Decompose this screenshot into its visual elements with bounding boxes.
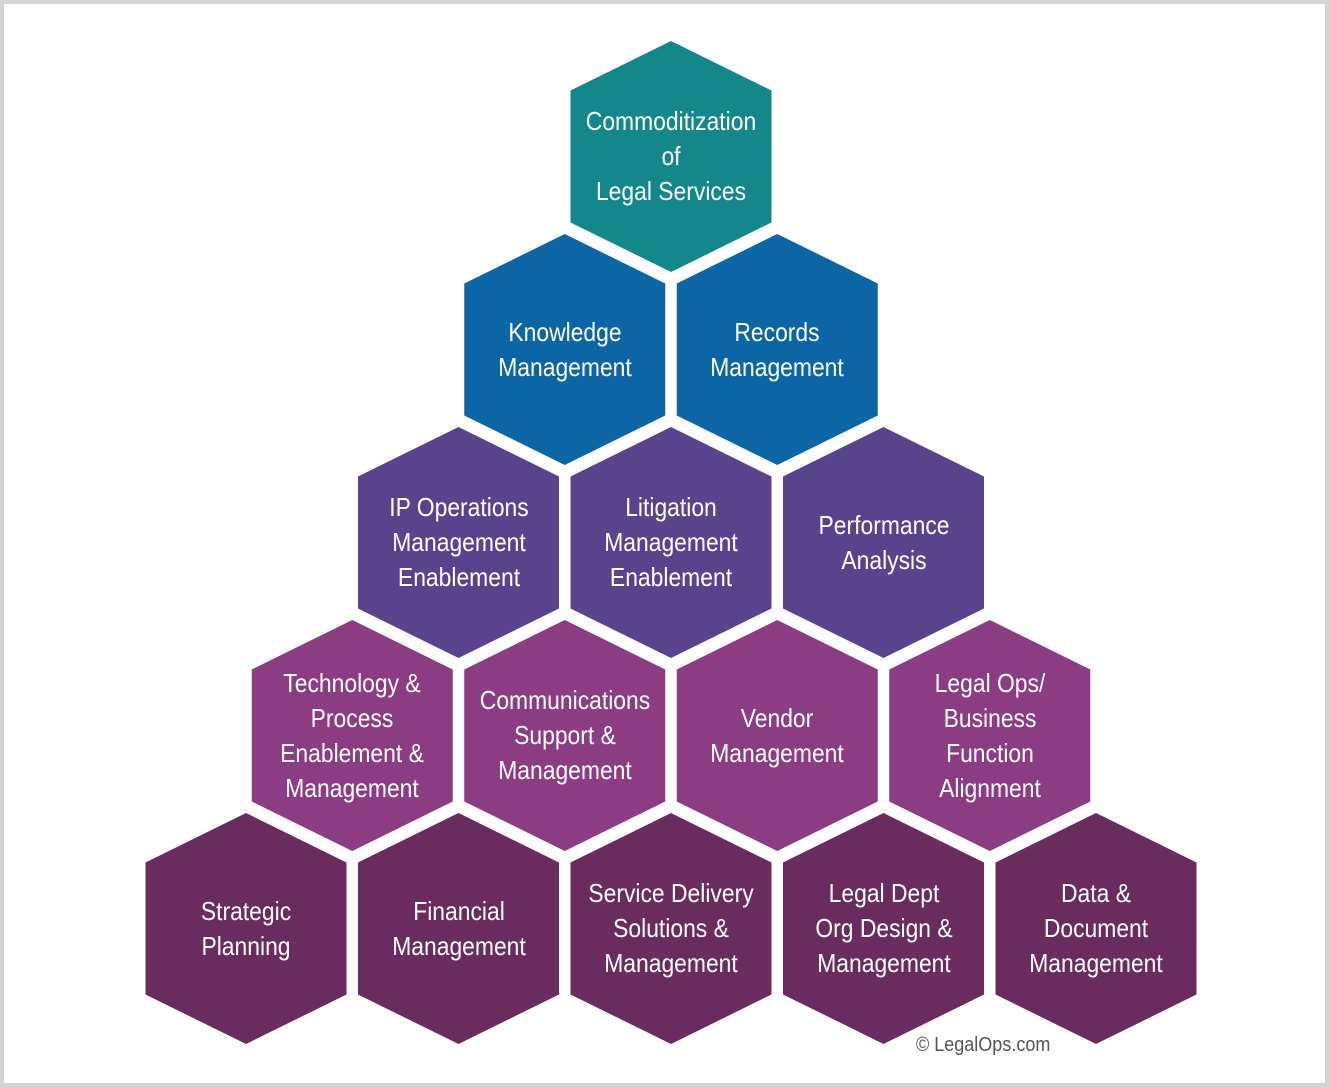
label-line: Strategic	[200, 895, 292, 926]
label-line: Management	[391, 930, 526, 961]
hexagon-r4-c0	[145, 813, 347, 1044]
label-line: Document	[1043, 913, 1149, 943]
label-line: Management	[710, 737, 845, 768]
hexagon-r2-c2	[783, 427, 984, 658]
label-line: Org Design &	[814, 913, 953, 943]
hexagon-r3-c2	[676, 620, 878, 851]
label-line: Analysis	[840, 544, 927, 575]
label-line: Management	[710, 351, 845, 382]
label-line: Enablement	[397, 562, 520, 592]
label-line: Financial	[412, 895, 505, 926]
label-line: Alignment	[938, 772, 1041, 803]
label-line: Management	[497, 351, 632, 382]
label-line: Enablement &	[280, 737, 425, 768]
hexagon-r4-c3	[783, 813, 984, 1044]
label-line: Litigation	[625, 492, 717, 522]
label-line: Management	[816, 948, 951, 978]
label-line: Process	[310, 702, 394, 733]
hexagon-r4-c4	[995, 813, 1197, 1044]
label-line: Commoditization	[585, 106, 757, 136]
label-line: Solutions &	[613, 913, 729, 943]
copyright-notice: © LegalOps.com	[916, 1034, 1051, 1056]
label-line: Legal Services	[595, 176, 747, 206]
label-line: Support &	[513, 720, 616, 750]
label-line: IP Operations	[388, 492, 529, 522]
label-line: Management	[391, 527, 526, 557]
label-line: Management	[497, 755, 632, 785]
label-line: Management	[1029, 948, 1163, 978]
label-line: Service Delivery	[588, 878, 754, 908]
label-line: Performance	[818, 509, 949, 540]
label-line: Legal Ops/	[934, 667, 1046, 698]
hexagon-r4-c2	[570, 813, 772, 1044]
label-line: Records	[734, 316, 820, 347]
hexagon-r1-c0	[464, 234, 666, 465]
label-line: Communications	[479, 685, 650, 715]
label-line: Management	[604, 527, 738, 557]
hexagon-r3-c3	[889, 620, 1091, 851]
label-line: Business	[943, 702, 1037, 733]
hexagon-r0-c0	[570, 41, 772, 272]
hexagon-r1-c1	[676, 234, 878, 465]
label-line: Planning	[201, 930, 291, 961]
hexagon-r2-c1	[570, 427, 772, 658]
label-line: Vendor	[740, 702, 814, 733]
label-line: Function	[945, 737, 1034, 768]
label-line: Knowledge	[508, 316, 622, 347]
label-line: Management	[604, 948, 738, 978]
hexagon-r3-c1	[464, 620, 666, 851]
label-line: Enablement	[609, 562, 733, 592]
label-line: Data &	[1061, 878, 1131, 908]
label-line: Legal Dept	[828, 878, 939, 908]
hexagon-r2-c0	[358, 427, 559, 658]
label-line: Management	[285, 772, 420, 803]
hexagon-r3-c0	[251, 620, 453, 851]
hexagon-r4-c1	[358, 813, 559, 1044]
label-line: Technology &	[283, 667, 421, 698]
label-line: of	[661, 141, 681, 171]
